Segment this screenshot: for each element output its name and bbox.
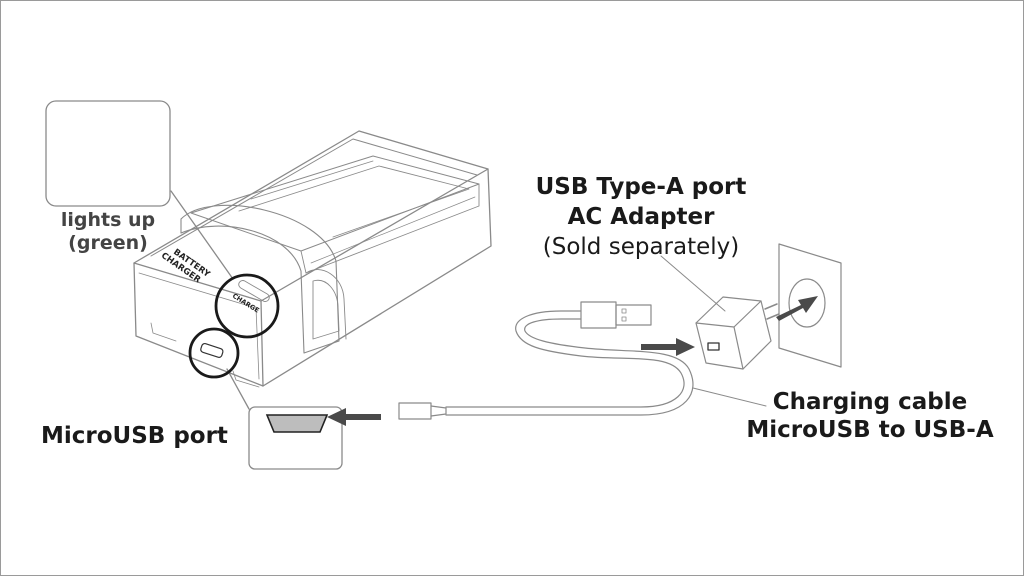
microusb-zoom-box bbox=[248, 406, 343, 470]
usb-adapter-line-3: (Sold separately) bbox=[542, 233, 740, 260]
led-highlight-circle bbox=[214, 273, 280, 339]
arrow-to-adapter bbox=[641, 338, 695, 356]
lights-up-line-2: (green) bbox=[68, 231, 148, 254]
ac-adapter bbox=[695, 296, 780, 370]
charging-cable-label: Charging cable MicroUSB to USB-A bbox=[735, 389, 1005, 444]
usb-adapter-line-1: USB Type-A port bbox=[535, 174, 747, 200]
usb-adapter-line-2: AC Adapter bbox=[567, 203, 715, 230]
wall-outlet bbox=[778, 243, 842, 368]
microusb-highlight-circle bbox=[188, 327, 240, 379]
microusb-callout-line bbox=[226, 368, 250, 410]
charging-cable-line-2: MicroUSB to USB-A bbox=[746, 416, 994, 443]
microusb-port-label: MicroUSB port bbox=[41, 423, 237, 451]
usb-adapter-label: USB Type-A port AC Adapter (Sold separat… bbox=[521, 173, 761, 263]
arrow-to-outlet bbox=[776, 296, 818, 321]
adapter-leader-line bbox=[660, 255, 726, 312]
lights-up-label: lights up (green) bbox=[51, 209, 165, 255]
led-callout-line bbox=[170, 190, 234, 280]
charging-cable-line-1: Charging cable bbox=[772, 389, 968, 415]
charger-led-text: CHARGE bbox=[231, 292, 261, 315]
microusb-port-shape bbox=[265, 414, 329, 433]
charging-cable bbox=[398, 301, 694, 420]
arrow-to-microusb bbox=[327, 408, 381, 426]
led-zoom-box bbox=[45, 100, 171, 207]
microusb-port-text: MicroUSB port bbox=[41, 423, 228, 449]
charger-body-text: BATTERY CHARGER bbox=[159, 243, 214, 290]
lights-up-line-1: lights up bbox=[60, 209, 156, 231]
cable-leader-line bbox=[692, 387, 767, 407]
battery-charger bbox=[133, 130, 492, 388]
